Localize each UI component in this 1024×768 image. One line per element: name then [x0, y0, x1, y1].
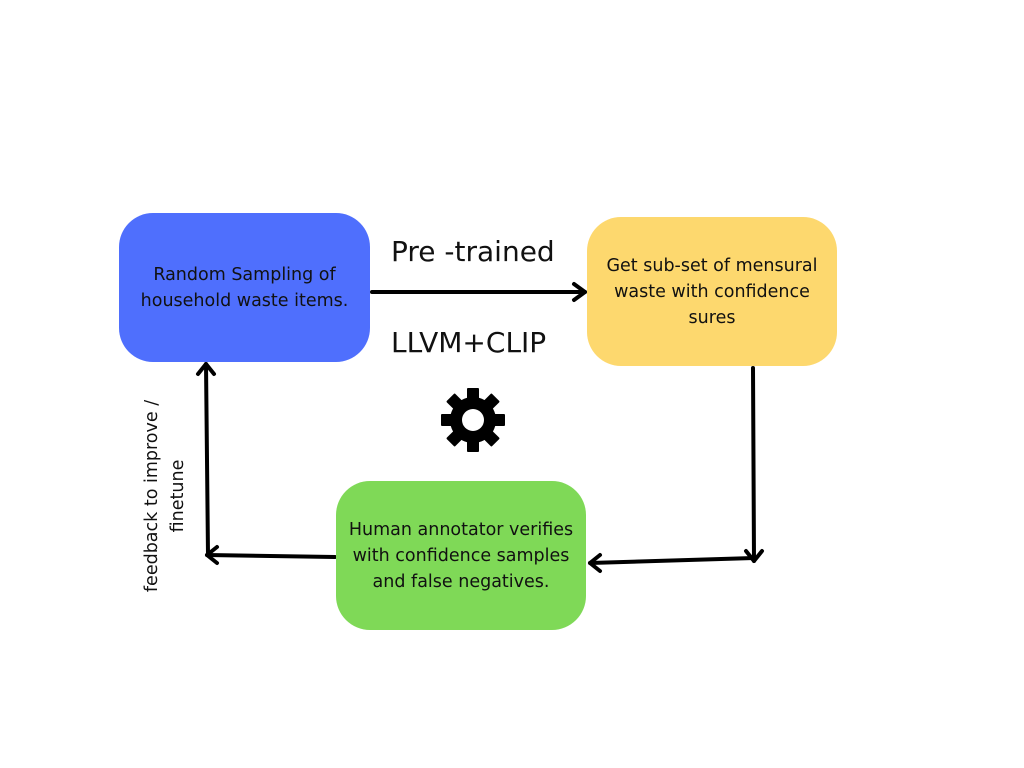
edge-subset-down	[744, 366, 764, 563]
edge-feedback-up	[196, 362, 216, 557]
node-random-sampling: Random Sampling of household waste items…	[119, 213, 370, 362]
edge-label-pretrained: Pre -trained	[391, 235, 555, 268]
node-random-sampling-text: Random Sampling of household waste items…	[140, 264, 349, 311]
node-confidence-subset-text: Get sub-set of mensural waste with confi…	[606, 255, 818, 328]
node-confidence-subset: Get sub-set of mensural waste with confi…	[587, 217, 837, 366]
edge-sampling-to-subset	[370, 282, 587, 302]
node-human-annotator-text: Human annotator verifies with confidence…	[348, 519, 574, 592]
edge-label-model: LLVM+CLIP	[391, 326, 547, 359]
node-human-annotator: Human annotator verifies with confidence…	[336, 481, 586, 630]
edge-to-annotator	[588, 553, 756, 573]
